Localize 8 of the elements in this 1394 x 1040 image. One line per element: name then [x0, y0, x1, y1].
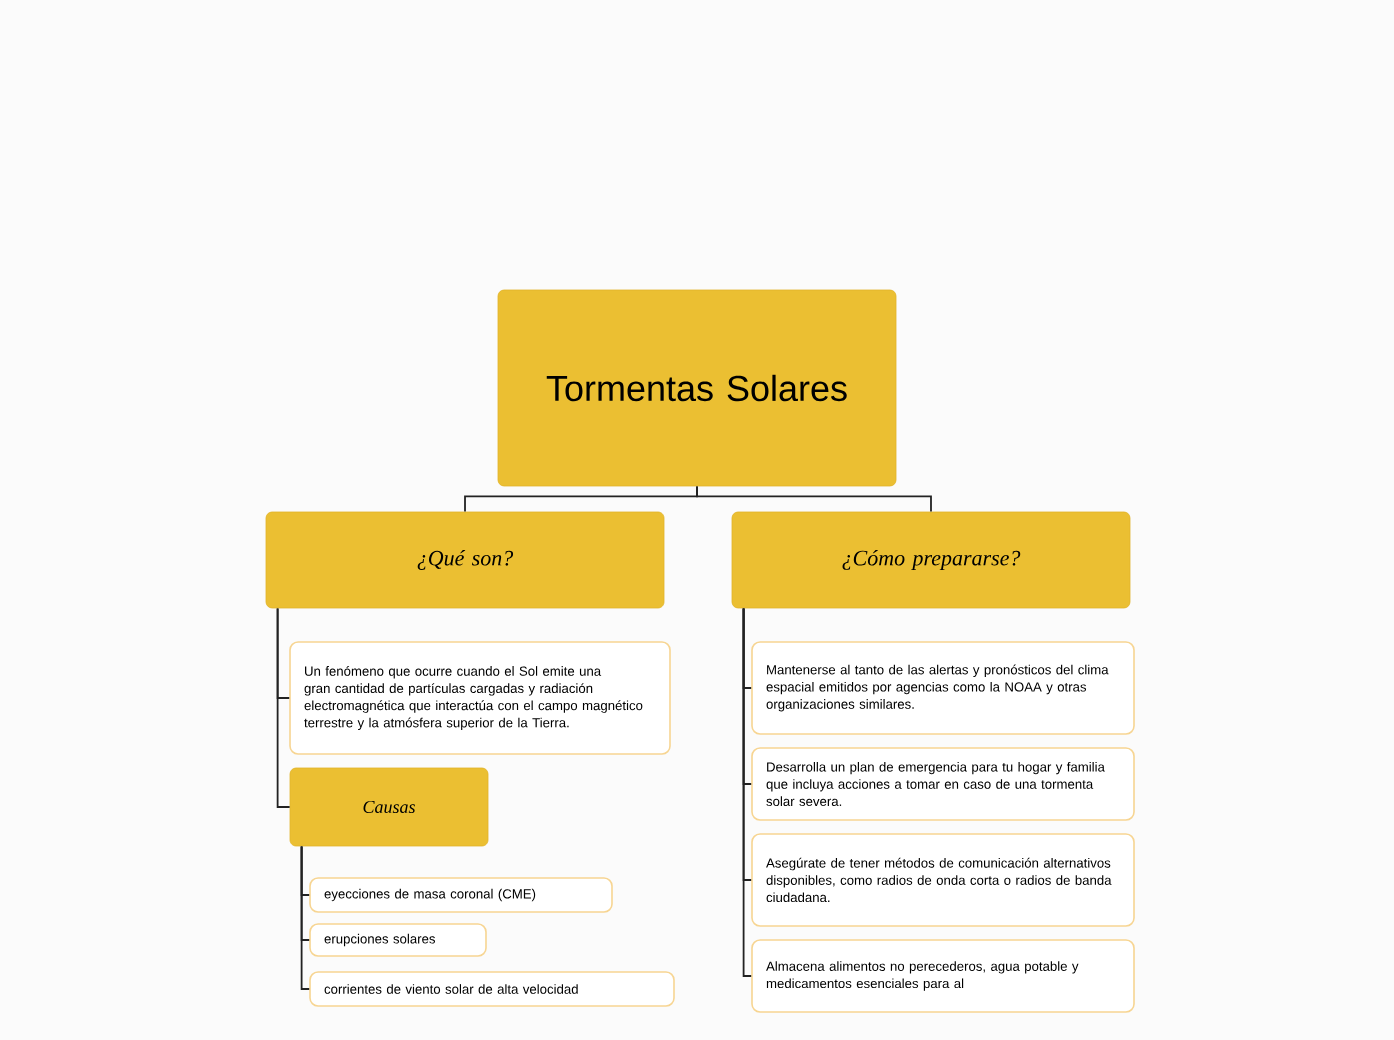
connector-line: [742, 607, 753, 977]
subtopic-box: Causas: [289, 767, 489, 847]
title-box: Tormentas Solares: [497, 289, 897, 487]
topic-box: ¿Cómo prepararse?: [731, 511, 1131, 609]
connector-line: [696, 485, 932, 513]
topic-box: ¿Qué son?: [265, 511, 665, 609]
connector-line: [300, 845, 311, 990]
connector-line: [276, 607, 291, 808]
